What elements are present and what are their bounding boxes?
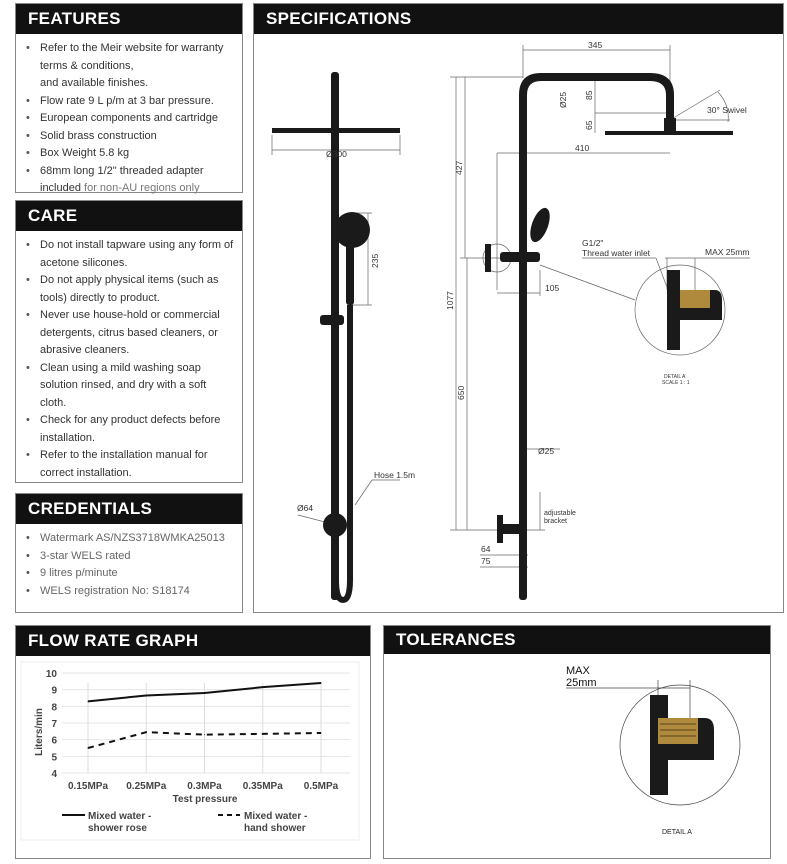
- features-panel: FEATURES Refer to the Meir website for w…: [15, 3, 243, 194]
- y-tick-label: 8: [51, 702, 57, 713]
- label-bracket: bracket: [544, 518, 567, 525]
- data-point: [204, 734, 205, 736]
- y-tick-label: 4: [51, 769, 57, 780]
- dim-max25: MAX 25mm: [705, 247, 749, 257]
- label-g12: G1/2": [582, 238, 603, 248]
- data-point: [87, 747, 89, 749]
- credentials-panel: CREDENTIALS Watermark AS/NZS3718WMKA2501…: [15, 493, 243, 613]
- dim-d25-top: Ø25: [558, 92, 568, 108]
- label-hose: Hose 1.5m: [374, 470, 415, 480]
- tolerances-panel: TOLERANCES MAX 25mm DETAIL A: [383, 625, 771, 859]
- data-point: [145, 731, 147, 733]
- credentials-title: CREDENTIALS: [16, 494, 242, 524]
- x-tick-label: 0.5MPa: [304, 781, 339, 792]
- data-point: [320, 682, 322, 684]
- y-tick-label: 9: [51, 686, 57, 697]
- dim-swivel: 30° Swivel: [707, 105, 747, 115]
- label-adjustable: adjustable: [544, 510, 576, 517]
- features-title: FEATURES: [16, 4, 242, 34]
- feature-item: Box Weight 5.8 kg: [26, 145, 234, 163]
- x-tick-label: 0.15MPa: [68, 781, 108, 792]
- care-panel: CARE Do not install tapware using any fo…: [15, 200, 243, 483]
- dim-650: 650: [456, 386, 466, 400]
- dim-427: 427: [454, 161, 464, 175]
- detail-a-label: DETAIL A: [662, 829, 692, 836]
- y-tick-label: 5: [51, 752, 57, 763]
- data-point: [262, 686, 264, 688]
- care-item: Do not apply physical items (such as too…: [26, 272, 234, 307]
- dim-65: 65: [584, 120, 594, 130]
- dim-d300: Ø300: [326, 149, 347, 159]
- care-title: CARE: [16, 201, 242, 231]
- tolerances-title: TOLERANCES: [384, 626, 770, 654]
- dim-235: 235: [370, 254, 380, 268]
- care-item: Check for any product defects before ins…: [26, 412, 234, 447]
- x-axis-label: Test pressure: [173, 794, 238, 805]
- y-tick-label: 10: [46, 669, 58, 680]
- legend-hand-l2: hand shower: [244, 823, 306, 834]
- max-value: 25mm: [566, 677, 597, 689]
- credential-item: 9 litres p/minute: [26, 565, 234, 583]
- dim-410: 410: [575, 143, 589, 153]
- label-thread-inlet: Thread water inlet: [582, 248, 651, 258]
- care-item: Refer to the installation manual for cor…: [26, 447, 234, 482]
- feature-item: Refer to the Meir website for warranty t…: [26, 40, 234, 93]
- x-tick-label: 0.35MPa: [243, 781, 283, 792]
- y-tick-label: 7: [51, 719, 57, 730]
- data-point: [145, 695, 147, 696]
- x-tick-label: 0.3MPa: [187, 781, 222, 792]
- dim-105: 105: [545, 283, 559, 293]
- x-tick-label: 0.25MPa: [126, 781, 166, 792]
- feature-text: 68mm long 1/2" threaded adapter: [40, 164, 204, 177]
- label-detail-a: DETAIL A: [664, 374, 686, 380]
- credential-item: Watermark AS/NZS3718WMKA25013: [26, 530, 234, 548]
- legend-rose-l1: Mixed water -: [88, 811, 151, 822]
- flow-rate-panel: FLOW RATE GRAPH 4 5 6 7 8 9 10 0.15MPa 0.25MPa 0.…: [15, 625, 371, 859]
- flow-rate-chart: 4 5 6 7 8 9 10 0.15MPa 0.25MPa 0.3MPa 0.35MPa 0.5MP…: [20, 661, 360, 841]
- dimension-labels: 345 Ø25 85 65 30° Swivel 410 427 G1/2" T…: [297, 40, 749, 566]
- care-item: Never use house-hold or commercial deter…: [26, 307, 234, 360]
- feature-text: included: [40, 182, 81, 194]
- dim-d64: Ø64: [297, 503, 313, 513]
- data-point: [204, 692, 205, 694]
- feature-item: 68mm long 1/2" threaded adapter included…: [26, 163, 234, 198]
- shower-drawing: [272, 72, 733, 604]
- y-axis-label: Liters/min: [34, 708, 45, 756]
- specifications-panel: SPECIFICATIONS: [253, 3, 784, 613]
- data-point: [87, 700, 89, 702]
- data-point: [320, 732, 322, 734]
- legend-hand-l1: Mixed water -: [244, 811, 307, 822]
- legend-rose-l2: shower rose: [88, 823, 147, 834]
- dim-345: 345: [588, 40, 602, 50]
- y-tick-label: 6: [51, 736, 57, 747]
- dim-75: 75: [481, 556, 491, 566]
- detail-circle: [634, 264, 726, 356]
- care-item: Do not install tapware using any form of…: [26, 237, 234, 272]
- label-scale: SCALE 1 : 1: [662, 380, 690, 386]
- care-item: Clean using a mild washing soap solution…: [26, 360, 234, 413]
- specifications-title: SPECIFICATIONS: [254, 4, 783, 34]
- feature-text: and available finishes.: [40, 77, 149, 89]
- dimension-lines: [271, 45, 750, 568]
- feature-text: for non-AU regions only: [80, 182, 200, 194]
- max-label: MAX: [566, 665, 591, 677]
- credential-item: 3-star WELS rated: [26, 548, 234, 566]
- feature-item: European components and cartridge: [26, 110, 234, 128]
- credential-item: WELS registration No: S18174: [26, 583, 234, 601]
- feature-text: Refer to the Meir website for warranty t…: [40, 42, 224, 72]
- flow-rate-title: FLOW RATE GRAPH: [16, 626, 370, 656]
- dim-85: 85: [584, 90, 594, 100]
- dim-64: 64: [481, 544, 491, 554]
- feature-item: Solid brass construction: [26, 128, 234, 146]
- dim-1077: 1077: [445, 291, 455, 310]
- feature-item: Flow rate 9 L p/m at 3 bar pressure.: [26, 93, 234, 111]
- technical-drawing: 345 Ø25 85 65 30° Swivel 410 427 G1/2" T…: [271, 40, 750, 604]
- tolerance-drawing: MAX 25mm DETAIL A: [566, 665, 741, 836]
- dim-d25: Ø25: [538, 446, 554, 456]
- data-point: [262, 733, 264, 735]
